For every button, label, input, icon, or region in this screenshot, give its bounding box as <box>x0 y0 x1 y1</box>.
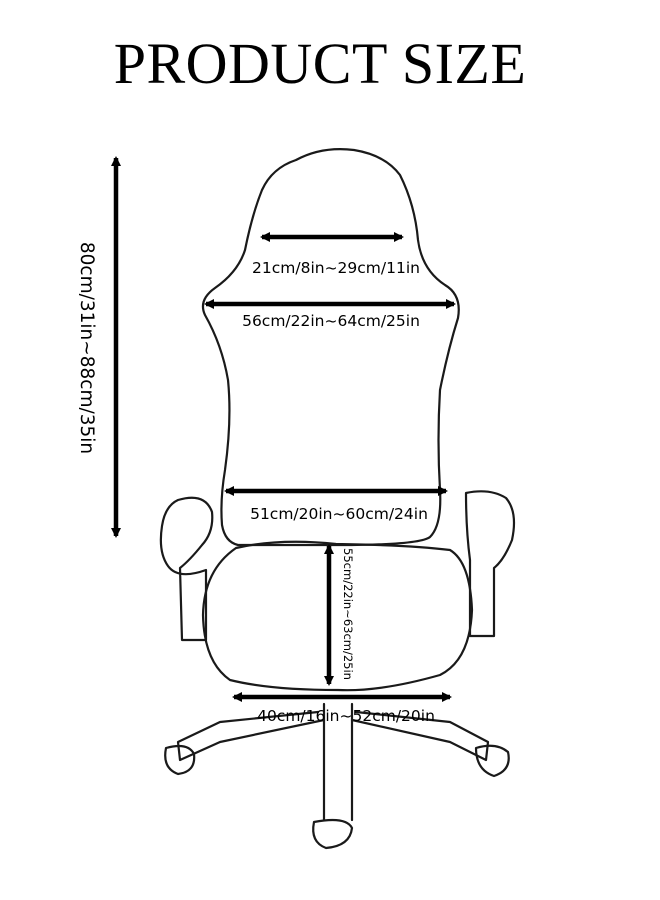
back-bottom-width-label: 51cm/20in~60cm/24in <box>250 505 428 523</box>
gas-lift <box>322 702 354 822</box>
seat-cushion <box>201 540 474 692</box>
caster-front <box>312 818 354 850</box>
base-leg-left <box>176 710 326 762</box>
total-height-label: 80cm/31in~88cm/35in <box>76 242 97 454</box>
seat-depth-label: 55cm/22in~63cm/25in <box>341 548 355 680</box>
backrest-outline <box>201 148 460 547</box>
caster-left <box>164 744 196 776</box>
right-armrest <box>464 490 516 638</box>
headrest-width-label: 21cm/8in~29cm/11in <box>252 259 420 277</box>
page-title: PRODUCT SIZE <box>113 31 527 96</box>
caster-right <box>474 744 510 778</box>
base-leg-right <box>350 710 490 762</box>
seat-width-label: 40cm/16in~52cm/20in <box>257 707 435 725</box>
shoulder-width-label: 56cm/22in~64cm/25in <box>242 312 420 330</box>
left-armrest <box>159 496 214 642</box>
